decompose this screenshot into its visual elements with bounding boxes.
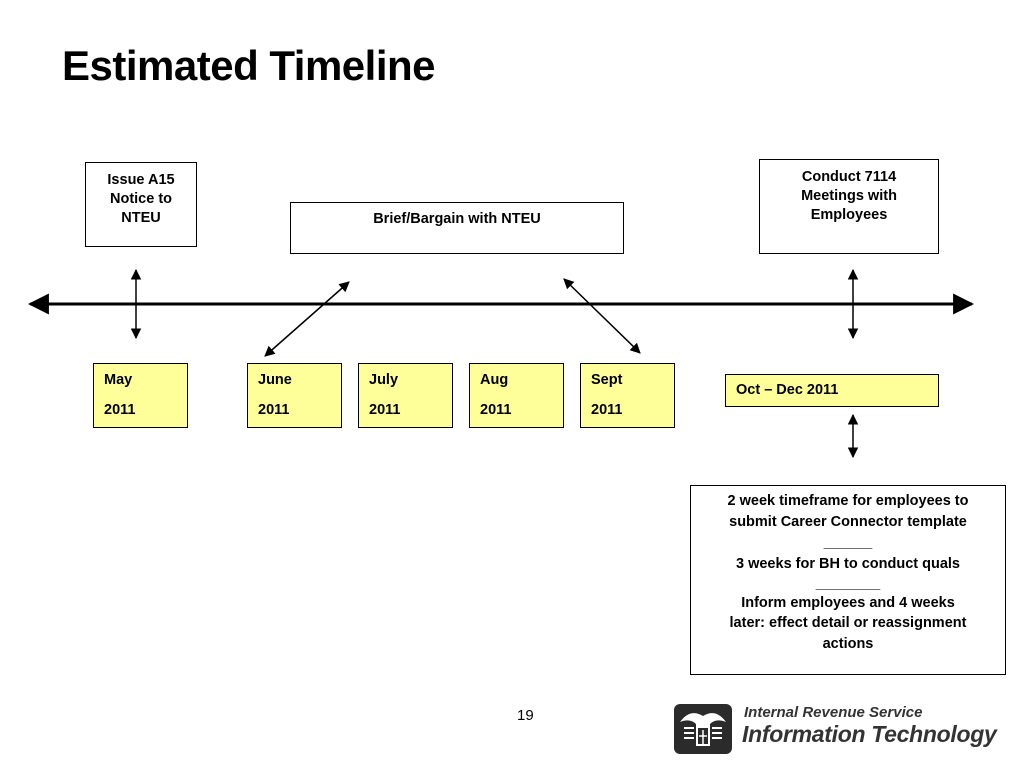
month-box-sept: Sept 2011 [580, 363, 675, 428]
conduct-meetings-line: Meetings with [801, 188, 897, 204]
year-label: 2011 [258, 402, 290, 418]
details-box: 2 week timeframe for employees to submit… [690, 485, 1006, 675]
month-box-may: May 2011 [93, 363, 188, 428]
year-label: 2011 [591, 402, 623, 418]
brief-bargain-label: Brief/Bargain with NTEU [373, 211, 541, 227]
june-arrow [264, 281, 350, 357]
year-label: 2011 [369, 402, 401, 418]
issue-notice-box: Issue A15 Notice to NTEU [85, 162, 197, 247]
month-box-aug: Aug 2011 [469, 363, 564, 428]
details-line: submit Career Connector template [729, 513, 967, 530]
month-box-july: July 2011 [358, 363, 453, 428]
issue-notice-line: NTEU [121, 210, 161, 226]
conduct-meetings-box: Conduct 7114 Meetings with Employees [759, 159, 939, 254]
issue-notice-line: Notice to [109, 191, 173, 207]
conduct-meetings-line: Employees [810, 207, 888, 223]
details-separator: ______ [823, 535, 873, 551]
month-label: July [369, 372, 399, 388]
conduct-meetings-line: Conduct 7114 [801, 169, 897, 185]
details-separator: ________ [815, 575, 881, 592]
details-line: 3 weeks for BH to conduct quals [736, 556, 960, 572]
brief-bargain-box: Brief/Bargain with NTEU [290, 202, 624, 254]
month-label: June [258, 372, 292, 388]
page-title: Estimated Timeline [62, 42, 436, 89]
oct-dec-label: Oct – Dec 2011 [736, 382, 839, 398]
irs-eagle-seal-icon [674, 704, 732, 754]
details-line: actions [822, 635, 874, 652]
year-label: 2011 [480, 402, 512, 418]
sept-arrow [563, 278, 641, 354]
page-number: 19 [517, 707, 534, 724]
month-label: May [104, 372, 133, 388]
month-box-june: June 2011 [247, 363, 342, 428]
month-label: Aug [480, 372, 509, 388]
irs-it-logo: Internal Revenue Service Information Tec… [670, 700, 1010, 758]
month-label: Sept [591, 372, 623, 388]
details-line: 2 week timeframe for employees to [727, 493, 969, 509]
logo-line-2: Information Technology [742, 721, 997, 747]
details-line: Inform employees and 4 weeks [741, 594, 955, 611]
month-box-oct-dec: Oct – Dec 2011 [725, 374, 939, 407]
logo-line-1: Internal Revenue Service [744, 704, 923, 721]
year-label: 2011 [104, 402, 136, 418]
issue-notice-line: Issue A15 [107, 172, 175, 188]
details-line: later: effect detail or reassignment [729, 615, 967, 631]
